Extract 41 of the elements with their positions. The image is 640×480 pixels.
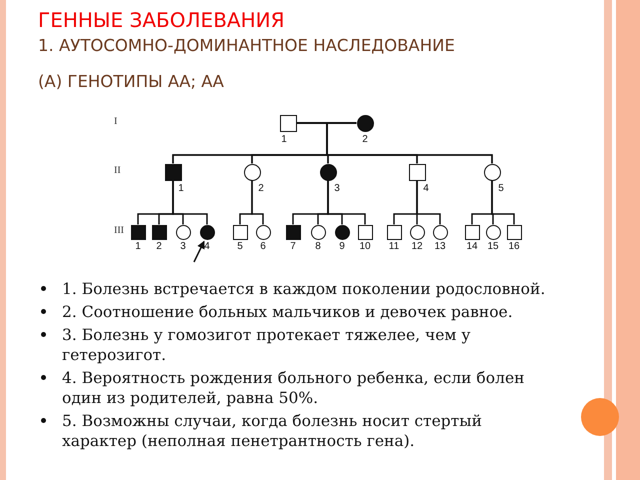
individual-number: 5 (498, 183, 504, 194)
individual-number: 6 (260, 241, 266, 252)
individual-number: 1 (281, 134, 287, 145)
individual-number: 1 (135, 241, 141, 252)
pedigree-line (491, 180, 515, 224)
subtitle: (А) ГЕНОТИПЫ АА; АА (38, 72, 224, 91)
individual-number: 11 (388, 241, 400, 252)
individual-number: 9 (339, 241, 345, 252)
generation-label: II (114, 165, 121, 176)
generation-label: III (114, 225, 124, 236)
generation-label: I (114, 116, 118, 127)
subtitle: 1. АУТОСОМНО-ДОМИНАНТНОЕ НАСЛЕДОВАНИЕ (38, 36, 455, 55)
individual-number: 2 (362, 134, 368, 145)
list-item: 3. Болезнь у гомозигот протекает тяжелее, чем у гетерозигот. (38, 325, 558, 365)
individual-number: 7 (290, 241, 296, 252)
individual-number: 3 (180, 241, 186, 252)
pedigree-line (251, 180, 264, 224)
list-item: 4. Вероятность рождения больного ребенка, если болен один из родителей, равна 50%. (38, 368, 558, 408)
individual-number: 4 (204, 241, 210, 252)
individual-number: 2 (258, 183, 264, 194)
individual-number: 4 (423, 183, 429, 194)
individual-number: 2 (156, 241, 162, 252)
individual-number: 3 (334, 183, 340, 194)
slide-title: ГЕННЫЕ ЗАБОЛЕВАНИЯ (38, 8, 284, 32)
list-item: 2. Соотношение больных мальчиков и девочек равное. (38, 302, 558, 322)
individual-number: 15 (487, 241, 499, 252)
individual-number: 14 (466, 241, 478, 252)
list-item: 1. Болезнь встречается в каждом поколении родословной. (38, 279, 558, 299)
individual-number: 13 (434, 241, 446, 252)
pedigree-line (416, 180, 441, 224)
pedigree-line (172, 180, 208, 224)
pedigree-line (326, 122, 493, 164)
individual-number: 16 (508, 241, 520, 252)
arrow (193, 240, 205, 262)
pedigree-line (327, 180, 366, 224)
list-item: 5. Возможны случаи, когда болезнь носит стертый характер (неполная пенетрантность гена). (38, 411, 558, 451)
individual-number: 8 (315, 241, 321, 252)
individual-number: 10 (359, 241, 371, 252)
individual-number: 1 (178, 183, 184, 194)
individual-number: 12 (411, 241, 423, 252)
individual-number: 5 (237, 241, 243, 252)
